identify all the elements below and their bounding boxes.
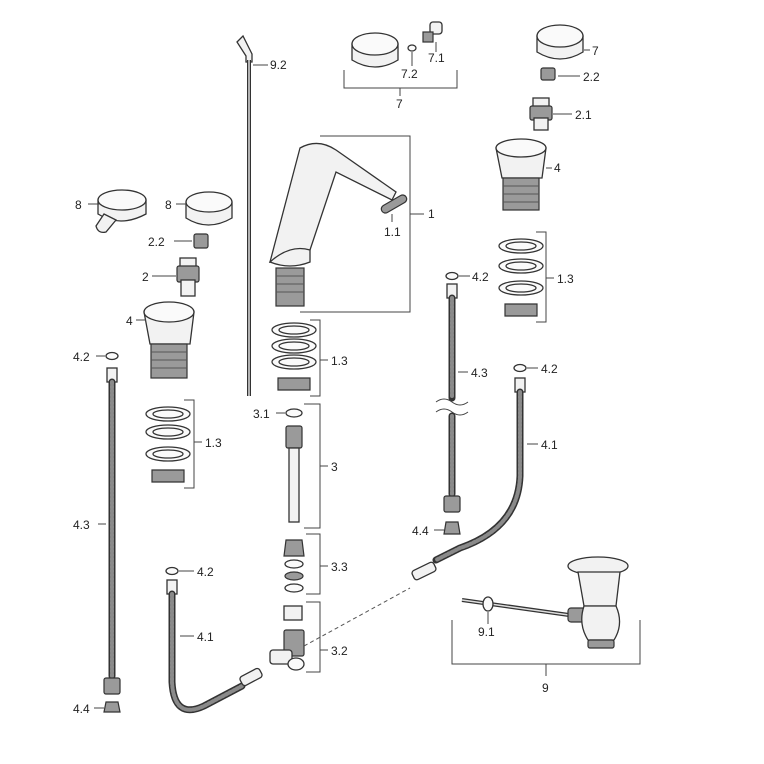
small-ring-7-2 <box>407 44 417 52</box>
label-7-right: 7 <box>592 44 599 58</box>
nut-4-4-a <box>103 701 121 713</box>
label-7-2: 7.2 <box>401 67 418 81</box>
nut-4-4-b <box>443 521 461 535</box>
hose-4-1-right <box>411 377 526 581</box>
label-4-2-c: 4.2 <box>541 362 558 376</box>
handle-cap-top-part <box>351 32 399 68</box>
handle-cap-right-part <box>536 24 584 60</box>
drain-assembly-9 <box>461 556 629 649</box>
seal-3-1 <box>285 408 303 418</box>
label-1-3-left: 1.3 <box>205 436 222 450</box>
screw-2-2-right-part <box>540 67 556 81</box>
label-7-1: 7.1 <box>428 51 445 65</box>
handle-lever-left-part <box>95 189 147 234</box>
valve-body-left-part <box>143 301 195 379</box>
handle-cap-left-part <box>185 191 233 226</box>
label-9-1: 9.1 <box>478 625 495 639</box>
seal-4-2-b <box>445 271 459 281</box>
label-2: 2 <box>142 270 149 284</box>
pin-7-1-part <box>422 21 443 43</box>
bracket-3-2 <box>306 601 321 673</box>
bracket-1-3-left <box>184 399 195 489</box>
label-8-b: 8 <box>165 198 172 212</box>
washer-stack-left <box>145 406 191 483</box>
label-4-1-a: 4.1 <box>197 630 214 644</box>
label-4-left: 4 <box>126 314 133 328</box>
label-4-1-b: 4.1 <box>541 438 558 452</box>
dashed-connection <box>303 587 411 647</box>
label-3-1: 3.1 <box>253 407 270 421</box>
label-9-2: 9.2 <box>270 58 287 72</box>
label-3-2: 3.2 <box>331 644 348 658</box>
label-1-1: 1.1 <box>384 225 401 239</box>
bracket-1 <box>300 135 411 313</box>
cartridge-2-1-part <box>529 97 553 131</box>
label-3-3: 3.3 <box>331 560 348 574</box>
label-2-1: 2.1 <box>575 108 592 122</box>
tee-fitting-3-2 <box>269 605 305 671</box>
nut-rings-3-3 <box>283 539 305 593</box>
valve-body-right-part <box>495 138 547 211</box>
label-9: 9 <box>542 681 549 695</box>
bracket-3 <box>304 403 321 529</box>
aerator-1-1-part <box>380 194 408 214</box>
seal-4-2-a <box>105 351 119 361</box>
label-4-2-a: 4.2 <box>73 350 90 364</box>
label-4-right: 4 <box>554 161 561 175</box>
cartridge-2-part <box>176 257 200 297</box>
label-1: 1 <box>428 207 435 221</box>
label-2-2-left: 2.2 <box>148 235 165 249</box>
spout-part <box>268 142 397 307</box>
bracket-3-3 <box>306 533 321 595</box>
hose-4-3-left <box>103 367 121 695</box>
label-4-2-b: 4.2 <box>472 270 489 284</box>
label-4-2-d: 4.2 <box>197 565 214 579</box>
label-4-4-b: 4.4 <box>412 524 429 538</box>
bracket-1-3-right <box>536 231 547 323</box>
hose-4-1-left <box>166 579 263 714</box>
label-1-3-right: 1.3 <box>557 272 574 286</box>
seal-4-2-d <box>165 566 179 576</box>
tube-3-part <box>285 425 303 523</box>
label-1-3-center: 1.3 <box>331 354 348 368</box>
pull-rod-part <box>236 34 253 396</box>
label-8-a: 8 <box>75 198 82 212</box>
label-7-group: 7 <box>396 97 403 111</box>
washer-stack-center <box>271 322 317 391</box>
seal-4-2-c <box>513 363 527 373</box>
hose-4-3-right <box>435 283 469 513</box>
label-4-3-a: 4.3 <box>73 518 90 532</box>
label-4-4-a: 4.4 <box>73 702 90 716</box>
label-2-2-right: 2.2 <box>583 70 600 84</box>
screw-2-2-left-part <box>193 233 209 249</box>
label-4-3-b: 4.3 <box>471 366 488 380</box>
label-3: 3 <box>331 460 338 474</box>
washer-stack-right <box>498 238 544 317</box>
bracket-1-3-center <box>310 319 321 397</box>
